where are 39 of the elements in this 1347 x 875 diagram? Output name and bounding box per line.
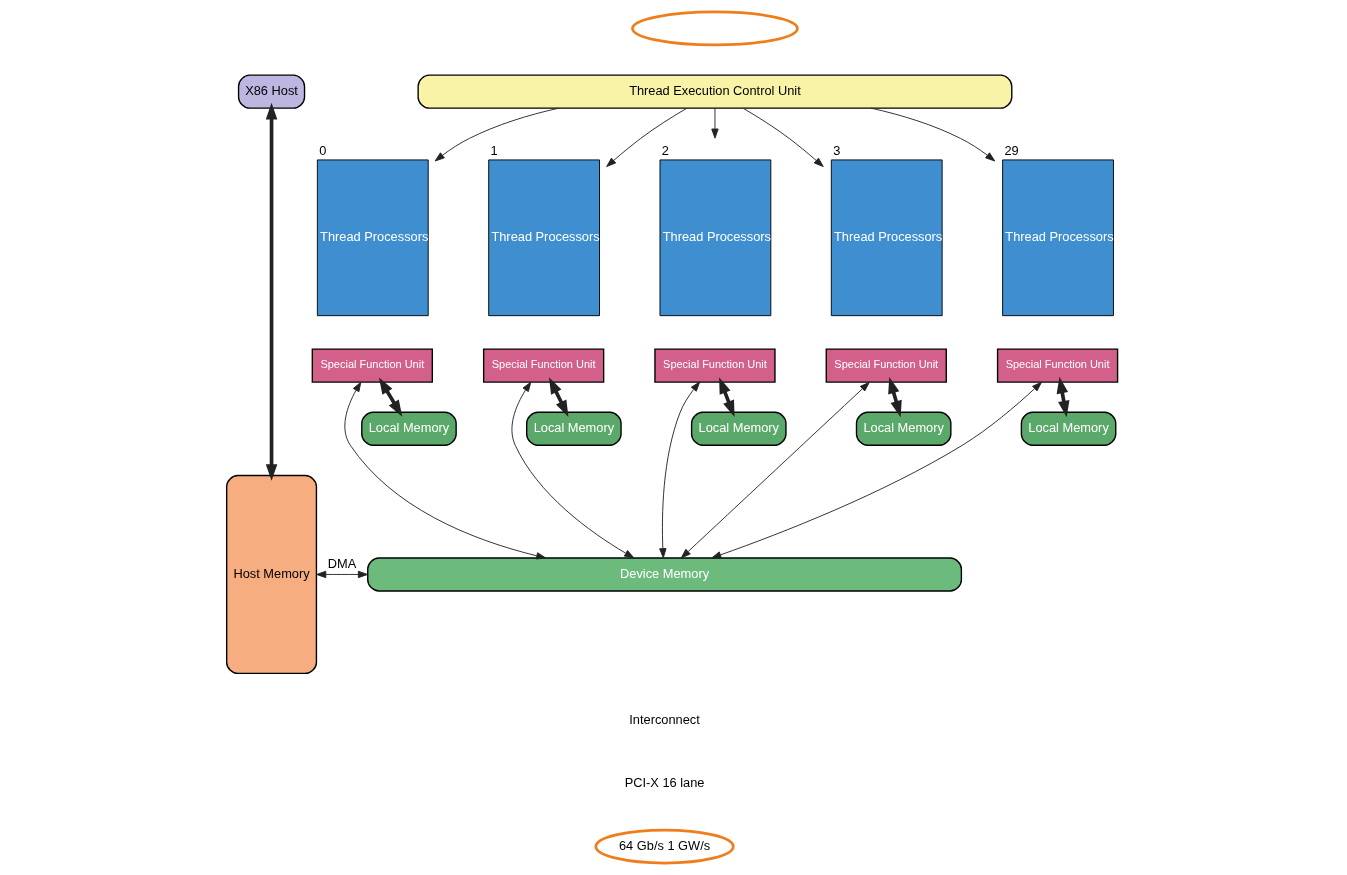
- arrow: [434, 107, 560, 162]
- node-ellipse: [631, 10, 799, 47]
- node-box: Local Memory: [526, 411, 622, 446]
- node-box: Host Memory: [225, 474, 318, 675]
- arrow: [316, 570, 368, 579]
- node-label: 29: [1004, 142, 1019, 158]
- arrow: [1056, 376, 1070, 418]
- node-box: Thread Execution Control Unit: [417, 74, 1013, 109]
- node-box: Special Function Unit: [482, 348, 605, 383]
- node-label: 2: [661, 142, 669, 158]
- arrow: [711, 381, 1042, 559]
- node-label: 3: [833, 142, 841, 158]
- node-ellipse: 64 Gb/s 1 GW/s: [594, 828, 735, 865]
- node-box: Special Function Unit: [825, 348, 947, 383]
- arrow: [680, 381, 870, 559]
- node-label: 1: [490, 142, 498, 158]
- arrow: [742, 107, 824, 168]
- label: Interconnect: [629, 711, 700, 727]
- node-box: Device Memory: [367, 557, 963, 592]
- node-label: 0: [319, 142, 327, 158]
- label: PCI-X 16 lane: [624, 774, 705, 790]
- node-box: Special Function Unit: [311, 348, 433, 383]
- node-box: Local Memory: [361, 411, 457, 446]
- arrow: [711, 107, 719, 139]
- node-box: Local Memory: [1020, 411, 1117, 446]
- node-box: Special Function Unit: [996, 348, 1119, 383]
- arrow: [606, 107, 688, 168]
- arrow: [344, 381, 547, 560]
- node-box: Special Function Unit: [654, 348, 776, 383]
- arrow: [659, 381, 701, 559]
- arrow: [378, 377, 403, 417]
- arrow: [870, 107, 996, 162]
- arrow: [265, 102, 278, 481]
- arrow: [549, 377, 569, 417]
- node-box: X86 Host: [237, 74, 306, 109]
- edge-label: DMA: [327, 556, 357, 572]
- arrow: [511, 381, 635, 559]
- node-box: Local Memory: [690, 411, 787, 446]
- node-box: Local Memory: [855, 411, 952, 446]
